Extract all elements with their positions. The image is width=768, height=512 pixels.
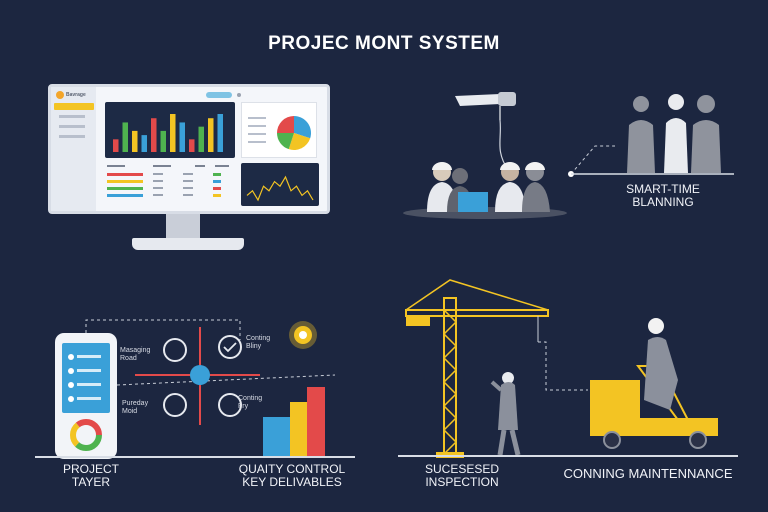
team-figures xyxy=(627,94,721,173)
deliverables-bar-icon xyxy=(263,387,325,457)
diagram-title: PROJEC MONT SYSTEM xyxy=(268,33,500,54)
table-cell xyxy=(153,187,163,189)
table-cell xyxy=(153,180,163,182)
dashboard-monitor: Bavrage xyxy=(48,84,330,214)
table-cell xyxy=(183,180,193,182)
check-node-1 xyxy=(163,338,187,362)
table-cell xyxy=(213,187,221,190)
pie-slice xyxy=(277,133,294,150)
table-row-bar xyxy=(107,187,143,190)
table-row-bar xyxy=(107,180,143,183)
sun-gear-icon xyxy=(289,321,317,349)
dashboard-logo-text: Bavrage xyxy=(66,92,86,98)
pie-chart-card xyxy=(241,102,317,158)
maintenance-vehicle xyxy=(590,318,718,449)
table-cell xyxy=(183,173,193,175)
line-chart-card xyxy=(241,163,319,206)
bar xyxy=(141,135,147,152)
legend-line xyxy=(248,125,266,127)
check-node-2 xyxy=(218,335,242,359)
pie-chart xyxy=(248,116,311,150)
label-project: PROJECT xyxy=(62,462,119,476)
bar-chart-card xyxy=(105,102,235,158)
label-blanning: BLANNING xyxy=(632,195,694,209)
label-quality-control: QUAITY CONTROL xyxy=(238,462,346,476)
table-cell xyxy=(213,194,221,197)
table-cell xyxy=(183,187,193,189)
line-series xyxy=(246,175,314,202)
inspector-figure xyxy=(490,372,521,456)
logo-icon xyxy=(56,91,64,99)
dashboard-sidebar: Bavrage xyxy=(51,87,96,211)
label-inspection: INSPECTION xyxy=(425,475,499,489)
worker-group xyxy=(427,162,550,212)
check-node-4 xyxy=(218,393,242,417)
bar xyxy=(113,139,119,152)
bar xyxy=(151,118,157,152)
bar xyxy=(132,130,138,152)
notification-icon[interactable] xyxy=(237,93,241,97)
label-key-deliverables: KEY DELIVABLES xyxy=(242,475,342,489)
table-header xyxy=(153,165,171,167)
check-node-3 xyxy=(163,393,187,417)
laptop-icon xyxy=(458,192,488,212)
legend-line xyxy=(248,117,266,119)
monitor-base xyxy=(132,238,244,250)
line-chart xyxy=(246,175,314,202)
construction-scene xyxy=(398,279,738,458)
bar xyxy=(122,122,128,152)
sidebar-item-active[interactable] xyxy=(54,103,94,110)
phone-icon xyxy=(55,333,117,459)
legend-line xyxy=(248,133,266,135)
bar xyxy=(160,130,166,152)
planning-scene xyxy=(403,92,734,219)
table-row-bar xyxy=(107,194,143,197)
table-header xyxy=(215,165,229,167)
bar xyxy=(217,114,223,152)
legend-line xyxy=(248,141,266,143)
bar xyxy=(179,122,185,152)
sidebar-item[interactable] xyxy=(59,115,85,118)
table-header xyxy=(195,165,205,167)
center-node xyxy=(190,365,210,385)
task-table-rows xyxy=(107,165,229,197)
sidebar-item[interactable] xyxy=(59,135,85,138)
label-conning-maintenance: CONNING MAINTENNANCE xyxy=(563,466,733,481)
table-cell xyxy=(153,194,163,196)
pie-slice xyxy=(294,116,311,139)
bar xyxy=(208,118,214,152)
quality-control-scene xyxy=(35,319,355,459)
table-cell xyxy=(153,173,163,175)
search-input[interactable] xyxy=(206,92,232,98)
bar xyxy=(170,114,176,152)
label-sucesesed: SUCESESED xyxy=(424,462,500,476)
label-tayer: TAYER xyxy=(71,475,111,489)
drone-icon xyxy=(455,92,516,120)
sidebar-item[interactable] xyxy=(59,125,85,128)
bar xyxy=(189,139,195,152)
crane-icon xyxy=(405,279,549,458)
monitor-stand xyxy=(166,214,200,240)
bar xyxy=(198,126,204,152)
task-table xyxy=(105,163,237,207)
table-cell xyxy=(213,180,221,183)
table-cell xyxy=(213,173,221,176)
label-smart-time: SMART-TIME xyxy=(626,182,700,196)
bar-chart xyxy=(113,114,223,152)
pie-slice xyxy=(277,116,294,133)
table-header xyxy=(107,165,125,167)
table-row-bar xyxy=(107,173,143,176)
pie-slice xyxy=(288,133,311,150)
table-cell xyxy=(183,194,193,196)
